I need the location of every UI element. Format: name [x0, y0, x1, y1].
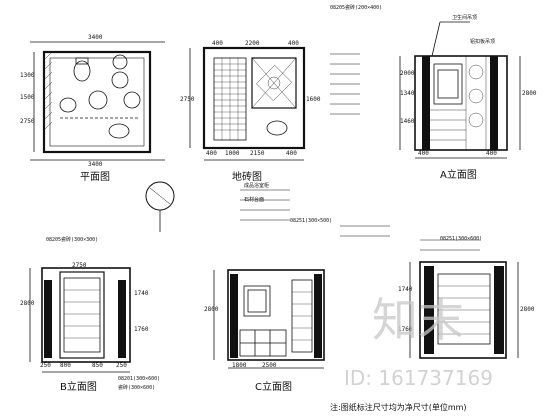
dimension-label: 2500	[262, 362, 277, 369]
dimension-label: 1760	[134, 326, 149, 333]
dimension-label: 2800	[520, 306, 535, 313]
dimension-label: 400	[212, 40, 223, 47]
elevation-b-title: B立面图	[60, 382, 97, 393]
elevation-b-view	[29, 181, 175, 373]
callout-label: 卫生间吊顶	[452, 15, 478, 21]
plan-title: 平面图	[80, 172, 110, 183]
dimension-label: 2000	[400, 70, 415, 77]
callout-label: 08205瓷砖(300×300)	[46, 237, 99, 243]
dimension-label: 800	[60, 362, 71, 369]
callout-label: 石材台面	[244, 197, 265, 203]
floor-tile-view	[189, 46, 306, 161]
dimension-label: 400	[486, 150, 497, 157]
dimension-label: 2750	[20, 118, 35, 125]
dimension-label: 400	[418, 150, 429, 157]
dimension-label: 2750	[72, 262, 87, 269]
elevation-c-view	[213, 269, 325, 369]
dimension-label: 3400	[88, 34, 103, 41]
dimension-label: 850	[92, 362, 103, 369]
callout-label: 08205瓷砖(200×400)	[330, 5, 383, 11]
dimension-label: 1740	[398, 286, 413, 293]
dimension-label: 400	[288, 40, 299, 47]
plan-view	[30, 41, 165, 161]
dimension-label: 250	[40, 362, 51, 369]
callout-label: 成品浴室柜	[244, 183, 270, 189]
dimension-label: 1760	[398, 326, 413, 333]
watermark-brand: 知末	[372, 293, 464, 347]
dimension-label: 1800	[232, 362, 247, 369]
dimension-label: 1000	[225, 150, 240, 157]
dimension-label: 400	[206, 150, 217, 157]
dimension-label: 1300	[20, 72, 35, 79]
dimension-label: 2750	[180, 96, 195, 103]
dimension-label: 2150	[250, 150, 265, 157]
elevation-a-view	[399, 21, 521, 159]
dimension-label: 2800	[20, 300, 35, 307]
dimension-label: 250	[116, 362, 127, 369]
elevation-d-view	[409, 261, 519, 359]
footer-note: 注:图纸标注尺寸均为净尺寸(单位mm)	[330, 403, 467, 412]
dimension-label: 1460	[400, 118, 415, 125]
dimension-label: 400	[286, 150, 297, 157]
dimension-label: 1500	[20, 94, 35, 101]
elevation-a-title: A立面图	[440, 170, 477, 181]
dimension-label: 1600	[306, 96, 321, 103]
dimension-label: 2200	[245, 40, 260, 47]
dimension-label: 2800	[204, 306, 219, 313]
callout-label: 08201(300×600)	[118, 376, 161, 382]
callout-label: 08251(300×600)	[440, 236, 483, 242]
callout-label: 铝扣板吊顶	[470, 39, 496, 45]
dimension-label: 2800	[522, 90, 537, 97]
watermark-id: ID: 161737169	[344, 366, 493, 390]
callout-label: 08251(300×500)	[290, 218, 333, 224]
dimension-label: 1340	[400, 90, 415, 97]
dimension-label: 3400	[88, 161, 103, 168]
elevation-c-title: C立面图	[255, 382, 292, 393]
callout-label: 瓷砖(300×600)	[118, 385, 156, 391]
dimension-label: 1740	[134, 290, 149, 297]
floor-title: 地砖图	[232, 172, 262, 183]
